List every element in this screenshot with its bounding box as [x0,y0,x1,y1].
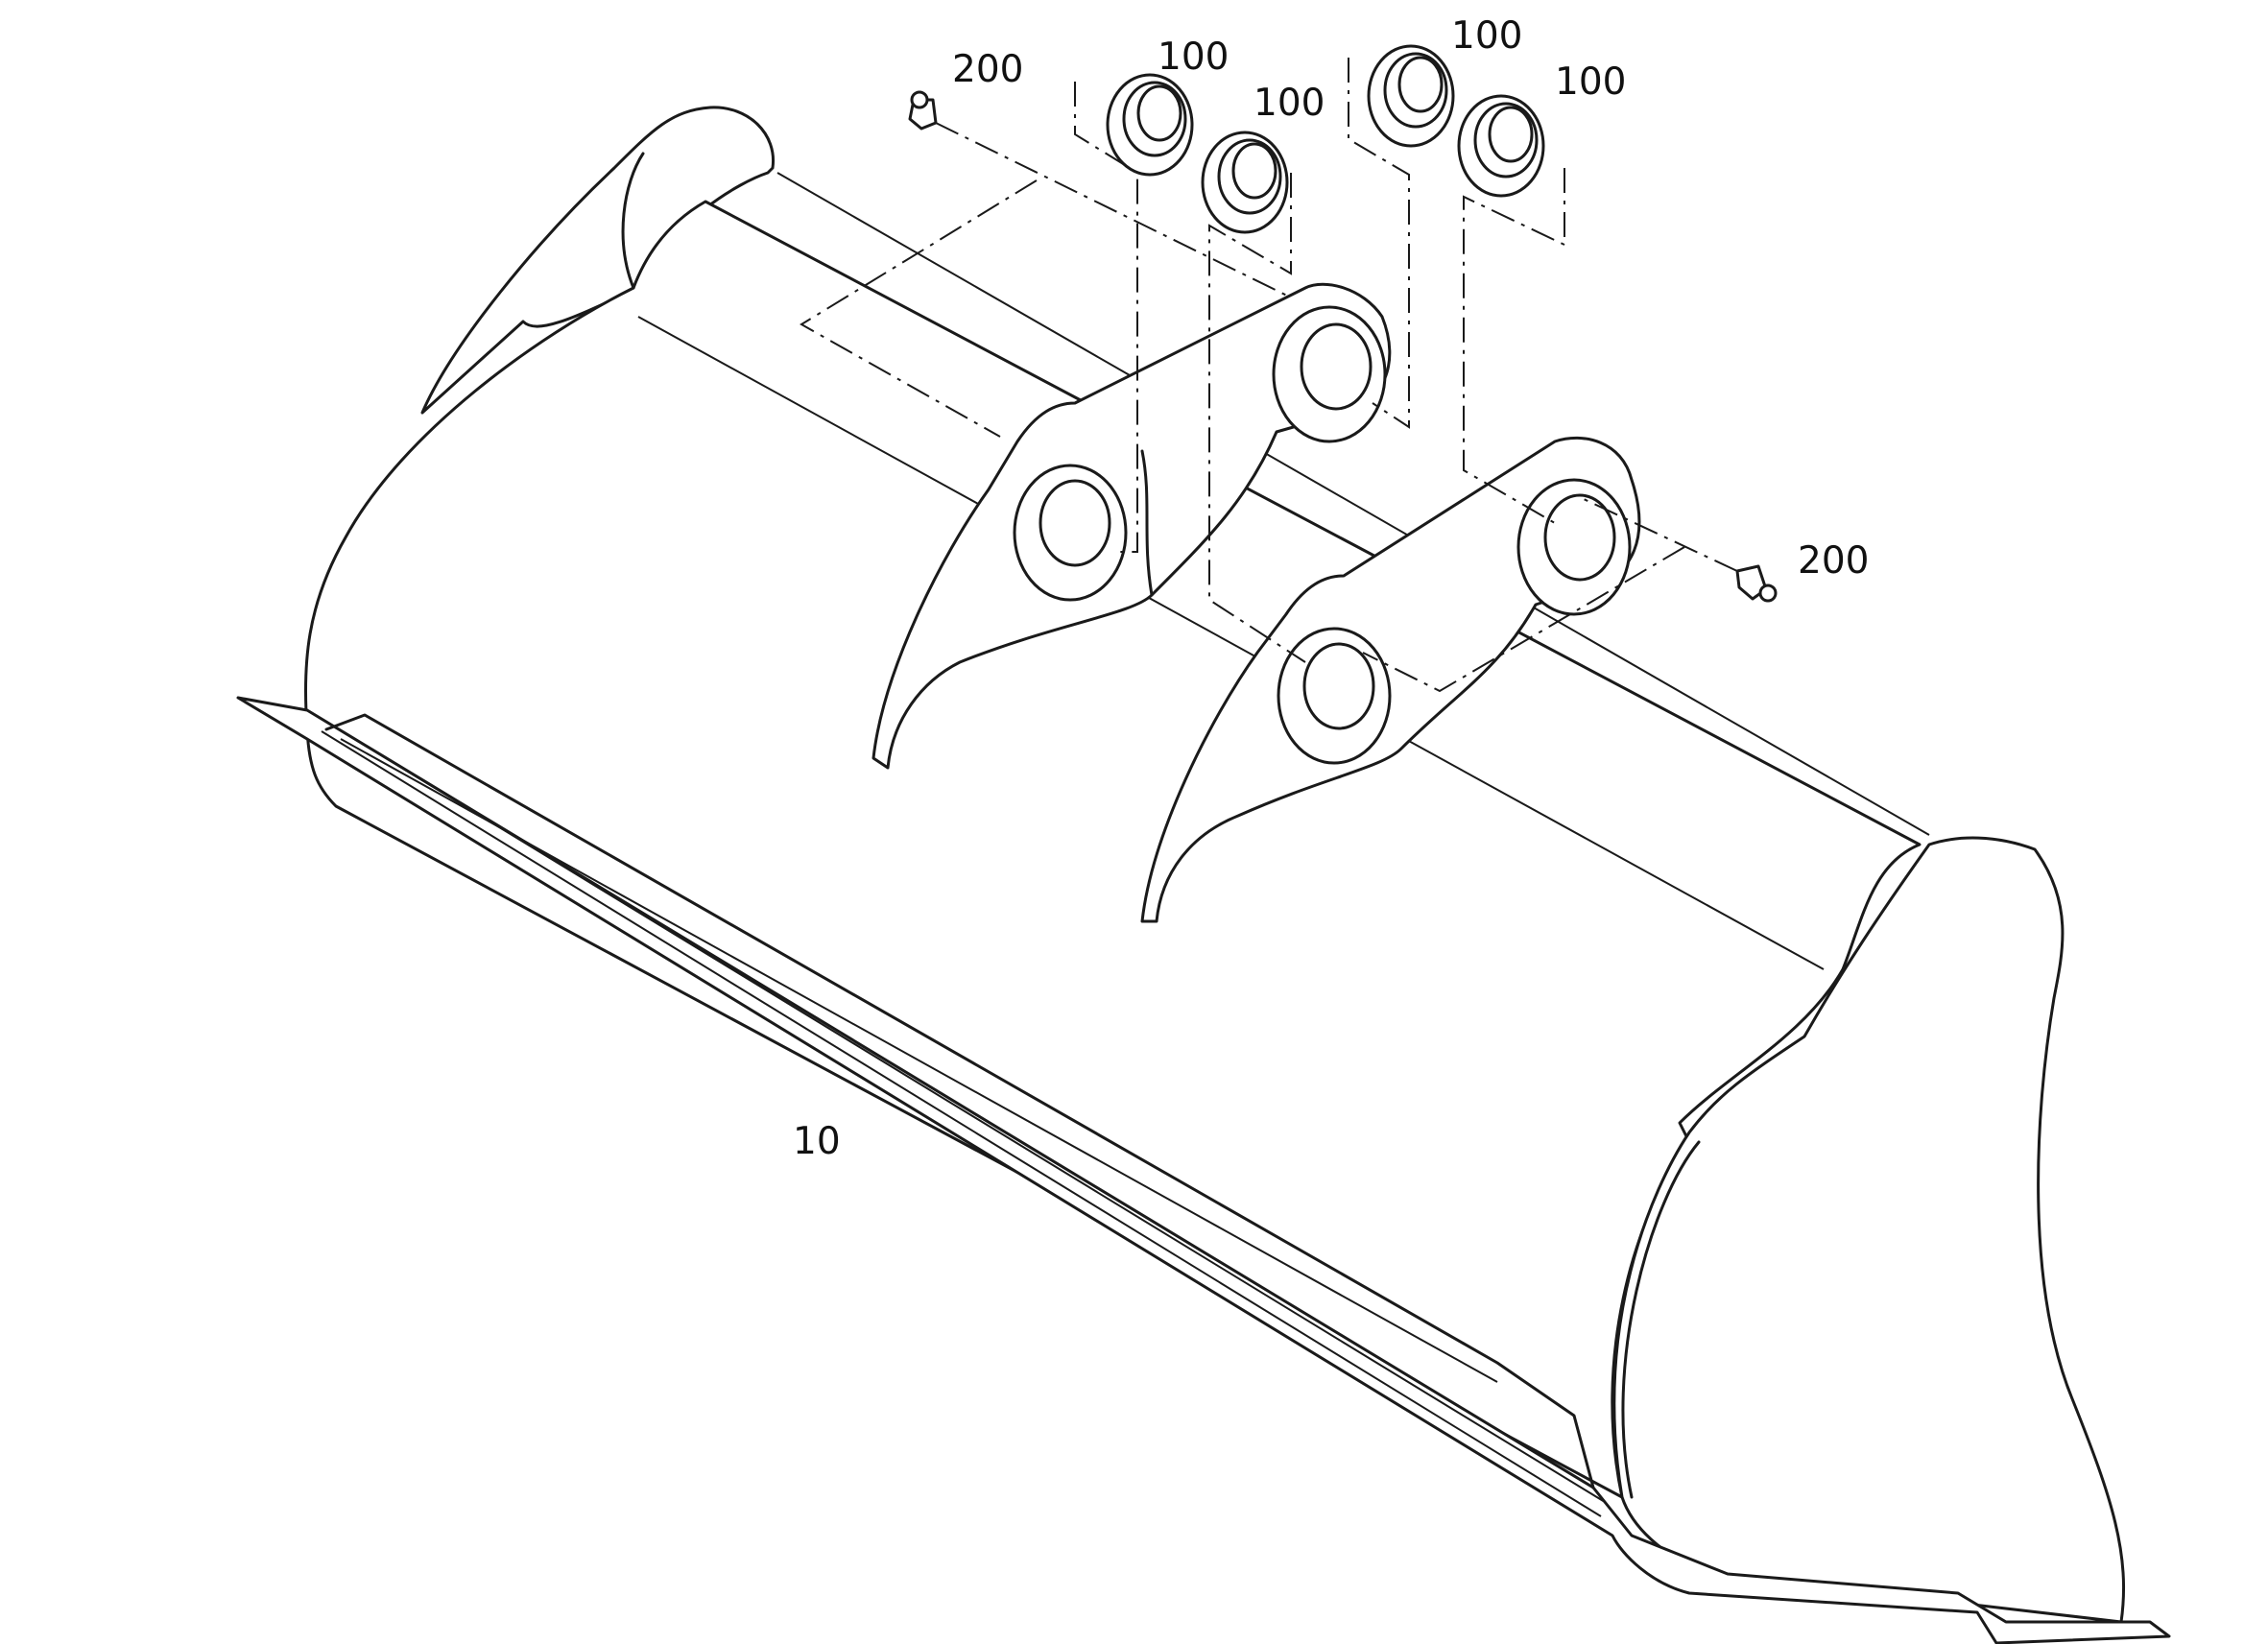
callout-bushing-b: 100 [1253,82,1325,125]
callout-bushing-c: 100 [1451,14,1522,58]
callout-labels: 10 100 100 100 100 200 200 [793,14,1869,1163]
left-ear-web [1140,449,1154,597]
centerline-right-pin [1362,498,1738,693]
grease-nipple-left [908,90,938,131]
centerline-left-pin [800,122,1292,438]
centerline-bushing-a [1074,82,1138,553]
assembly-center-lines [800,58,1738,693]
bore-bosses [1013,305,1632,765]
centerline-bushing-d [1463,168,1565,524]
bucket-floor-wear-strip-inner [340,738,1498,1383]
grease-nipples [908,90,1778,603]
bucket-top-rail [776,172,1930,836]
callout-bushing-a: 100 [1158,36,1229,79]
centerline-bushing-c [1348,58,1410,429]
bucket-edge-line-2 [325,721,1606,1503]
left-ear-rear-bore [1300,322,1373,411]
callout-bushing-d: 100 [1555,60,1626,104]
right-ear-front-boss [1277,627,1392,765]
right-ear-rear-bore [1543,493,1616,582]
left-ear-front-bore [1039,479,1111,567]
bucket-edge-line-1 [321,730,1602,1517]
callout-part-10: 10 [793,1120,841,1163]
bucket-top-edge [621,152,645,290]
bushing-d [1457,94,1545,198]
bushing-a [1106,73,1194,177]
left-ear-rear-boss [1272,305,1387,443]
callout-grease-nipple-left: 200 [952,48,1023,91]
bushings [1106,44,1545,234]
right-ear-rear-boss [1516,478,1632,616]
bushing-b [1201,131,1289,234]
bucket-right-side-lip [1621,1140,1701,1499]
callout-grease-nipple-right: 200 [1798,539,1869,583]
left-ear-front-boss [1013,464,1128,602]
bucket-floor-wear-strip [324,713,1595,1489]
bucket-right-side-plate [1612,836,2126,1624]
bushing-c [1367,44,1455,148]
bucket-shell [303,200,1922,1499]
bucket-inner-rail [637,316,1825,970]
centerline-bushing-b [1208,173,1306,663]
right-ear-front-bore [1302,642,1375,730]
bucket-body [236,106,2171,1644]
grease-nipple-right [1735,564,1778,603]
bucket-cutting-edge [236,696,2171,1644]
